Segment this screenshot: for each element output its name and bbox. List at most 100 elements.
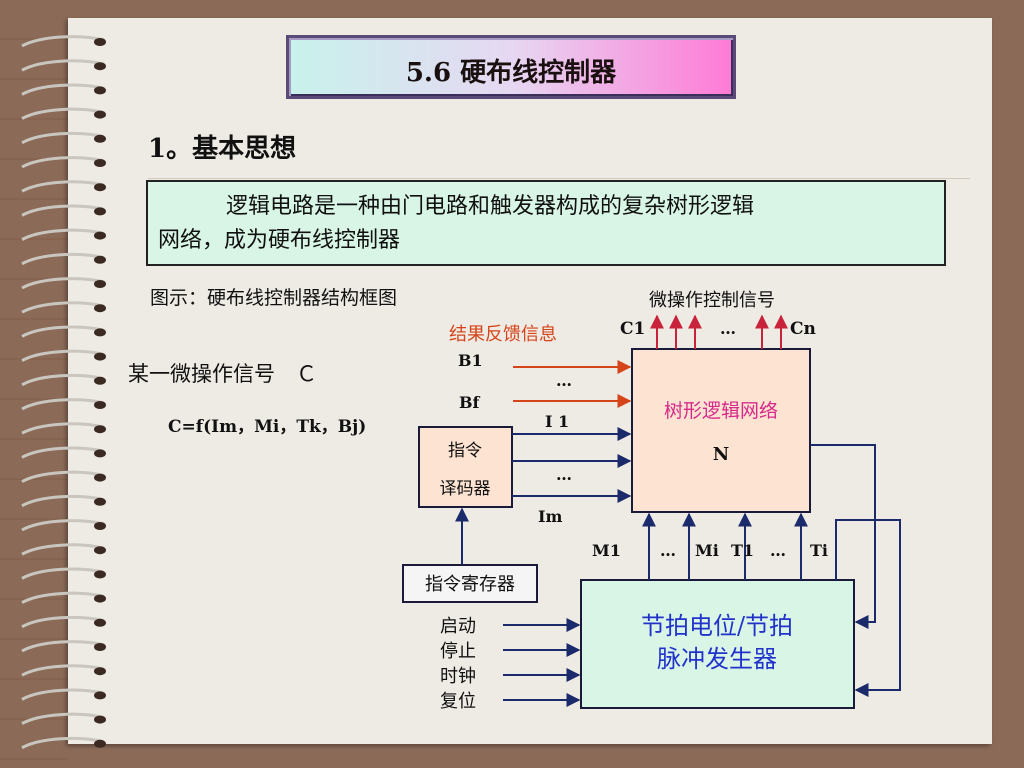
binder-ring	[21, 325, 105, 338]
binder-ring	[21, 736, 105, 750]
binder-ring	[21, 712, 105, 725]
binder-hole	[94, 280, 106, 288]
instruction-register-label: 指令寄存器	[425, 574, 515, 595]
binder-ring	[21, 83, 105, 96]
binder-ring	[21, 277, 105, 290]
binder-hole	[94, 110, 106, 119]
description-line-2: 网络，成为硬布线控制器	[158, 228, 401, 253]
decoder-label-2: 译码器	[440, 479, 491, 499]
description-box: 逻辑电路是一种由门电路和触发器构成的复杂树形逻辑 网络，成为硬布线控制器	[146, 180, 946, 266]
binder-ring	[21, 301, 105, 314]
description-line-1: 逻辑电路是一种由门电路和触发器构成的复杂树形逻辑	[226, 194, 755, 219]
binder-ring	[21, 470, 105, 483]
binder-hole	[94, 86, 106, 95]
binder-hole	[94, 739, 106, 748]
binder-ring	[21, 398, 105, 411]
micro-op-control-signals-label: 微操作控制信号	[649, 290, 775, 311]
binder-ring	[21, 664, 105, 677]
section-heading: 1。基本思想	[148, 134, 297, 164]
binder-hole	[94, 667, 106, 676]
bf-label: Bf	[459, 393, 481, 412]
binder-ring	[21, 252, 105, 266]
decoder-ellipsis: …	[556, 465, 572, 484]
formula: C=f(Im，Mi，Tk，Bj)	[168, 417, 367, 437]
binder-hole	[94, 352, 106, 361]
right-feedback-loop-inner	[835, 519, 901, 697]
tree-network-box	[631, 348, 811, 513]
instruction-register-box	[402, 564, 538, 603]
clock-label: 时钟	[440, 666, 476, 687]
micro-op-label: 某一微操作信号 Ｃ	[128, 362, 317, 386]
ti-label: Ti	[810, 541, 828, 560]
binder-hole	[94, 546, 106, 555]
t1-label: T1	[731, 541, 754, 560]
binder-ring	[21, 688, 105, 701]
binder-hole	[94, 643, 106, 651]
slide-title: 5.6 硬布线控制器	[405, 58, 617, 88]
i1-label: I 1	[545, 412, 569, 431]
binder-ring	[21, 59, 105, 72]
start-label: 启动	[440, 616, 476, 637]
stop-label: 停止	[440, 641, 476, 662]
binder-hole	[94, 38, 106, 46]
top-ellipsis: …	[720, 319, 736, 338]
binder-ring	[21, 519, 105, 532]
binder-hole	[94, 304, 106, 313]
timing-generator-box	[580, 579, 855, 709]
binder-hole	[94, 401, 106, 409]
binder-ring	[21, 494, 105, 508]
binder-hole	[94, 255, 106, 264]
binder-hole	[94, 183, 106, 192]
t-ellipsis: …	[770, 541, 786, 560]
feedback-label: 结果反馈信息	[449, 324, 557, 345]
m-ellipsis: …	[660, 541, 676, 560]
binder-ring	[21, 640, 105, 653]
divider-line	[148, 178, 970, 179]
binder-ring	[21, 591, 105, 604]
decoder-label-1: 指令	[448, 441, 482, 461]
binder-ring	[21, 131, 105, 145]
binder-hole	[94, 715, 106, 724]
tree-network-label: 树形逻辑网络	[664, 400, 778, 422]
b1-label: B1	[458, 351, 483, 370]
right-feedback-loop-outer	[810, 444, 876, 629]
binder-hole	[94, 691, 106, 700]
decoder-box	[418, 426, 513, 508]
binder-hole	[94, 376, 106, 385]
binder-ring	[21, 567, 105, 580]
binder-hole	[94, 134, 106, 143]
timing-generator-label-2: 脉冲发生器	[657, 645, 777, 673]
binder-hole	[94, 425, 106, 434]
binder-hole	[94, 449, 106, 458]
binder-hole	[94, 473, 106, 482]
cn-label: Cn	[790, 319, 816, 339]
binder-ring	[21, 543, 105, 556]
binder-hole	[94, 594, 106, 603]
mi-label: Mi	[695, 541, 719, 560]
binder-ring	[21, 180, 105, 193]
binder-strip	[0, 0, 68, 768]
binder-ring	[21, 615, 105, 629]
c1-label: C1	[620, 319, 645, 339]
binder-ring	[21, 156, 105, 169]
binder-hole	[94, 328, 106, 337]
binder-ring	[21, 422, 105, 435]
binder-ring	[21, 107, 105, 120]
binder-hole	[94, 159, 106, 167]
binder-ring	[21, 204, 105, 217]
binder-hole	[94, 231, 106, 240]
binder-ring	[21, 349, 105, 362]
binder-hole	[94, 207, 106, 216]
reset-label: 复位	[440, 691, 476, 712]
tree-network-n: N	[713, 444, 729, 465]
title-banner: 5.6 硬布线控制器	[286, 35, 736, 99]
binder-hole	[94, 522, 106, 530]
binder-hole	[94, 570, 106, 579]
figure-caption: 图示：硬布线控制器结构框图	[150, 287, 398, 309]
feedback-ellipsis: …	[556, 371, 572, 390]
im-label: Im	[538, 507, 562, 526]
binder-ring	[21, 446, 105, 459]
binder-hole	[94, 618, 106, 627]
control-signal-arrows	[650, 314, 788, 349]
